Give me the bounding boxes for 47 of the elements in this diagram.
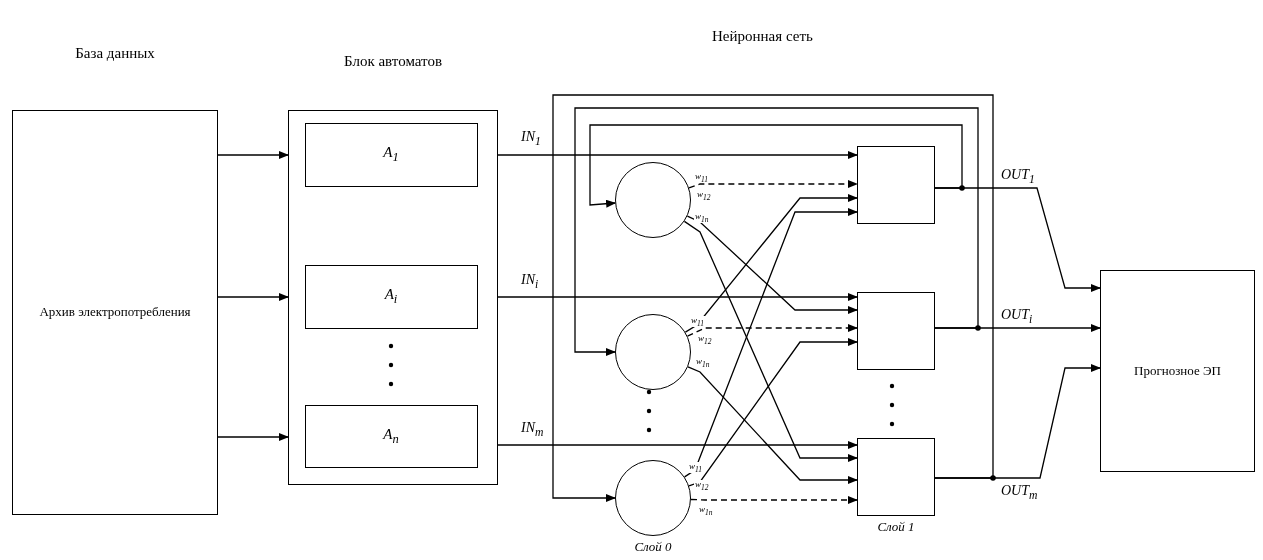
arrow: [686, 324, 858, 337]
block-label: Архив электропотребления: [38, 304, 192, 321]
block-heading: База данных: [74, 43, 156, 63]
arrow: [574, 107, 979, 356]
arrow: [684, 194, 858, 333]
automaton-box: [304, 404, 478, 468]
edge-label: w$_{1n}$: [695, 357, 711, 369]
arrow: [688, 338, 858, 487]
edge-label: OUT$_{m}$: [1000, 484, 1039, 502]
edge-label: w$_{11}$: [688, 462, 703, 474]
edge-label: w$_{12}$: [697, 334, 713, 346]
edge-label: OUT$_{1}$: [1000, 168, 1036, 186]
edge-label: w$_{1n}$: [698, 505, 714, 517]
edge-label: w$_{1n}$: [694, 212, 710, 224]
edge-label: IN$_{1}$: [520, 130, 542, 148]
arrow: [690, 496, 858, 504]
arrow: [552, 94, 994, 502]
forecast-box: [1100, 270, 1255, 472]
arrow: [688, 180, 858, 189]
block-heading: Блок автоматов: [343, 51, 443, 71]
edge-label: w$_{12}$: [694, 480, 710, 492]
section-title: Нейронная сеть: [712, 28, 813, 45]
neuron-box: [857, 146, 935, 224]
block-label: A$_{n}$: [381, 424, 400, 448]
edge-label: IN$_{m}$: [520, 421, 545, 439]
arrow: [497, 441, 858, 449]
block-label: A$_{i}$: [383, 285, 399, 308]
arrow: [497, 293, 858, 301]
arrow: [217, 151, 289, 159]
edge-label: OUT$_{i}$: [1000, 308, 1034, 326]
edge-label: w$_{11}$: [690, 316, 705, 328]
edge-label: IN$_{i}$: [520, 273, 540, 291]
neuron-box: [857, 292, 935, 370]
arrow: [217, 293, 289, 301]
automaton-box: [304, 264, 478, 329]
block-label: Прогнозное ЭП: [1133, 362, 1222, 380]
block-label: A$_{1}$: [381, 143, 400, 166]
arrow: [686, 215, 858, 314]
arrow: [589, 124, 963, 208]
arrow: [687, 366, 858, 484]
layer-caption: Слой 0: [634, 539, 672, 555]
automaton-box: [304, 122, 478, 187]
edge-label: w$_{11}$: [694, 172, 709, 184]
layer-caption: Слой 1: [877, 519, 915, 535]
arrow: [497, 151, 858, 159]
edge-label: w$_{12}$: [696, 190, 712, 202]
arrow: [217, 433, 289, 441]
